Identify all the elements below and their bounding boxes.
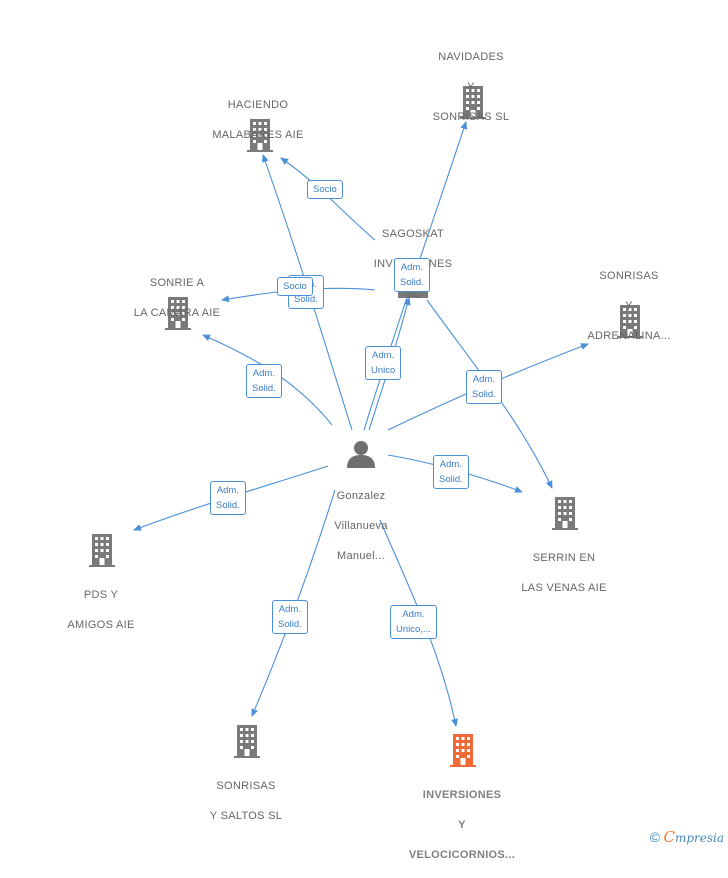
edge-label-text: Adm. xyxy=(252,368,275,379)
label-line: LAS VENAS AIE xyxy=(521,582,607,594)
brand-footer[interactable]: © Cmpresia xyxy=(650,828,724,846)
edge-label-text: Socio xyxy=(313,184,337,195)
node-label-sonrie[interactable]: SONRIE A LA CAMARA AIE xyxy=(117,261,237,336)
relationship-graph xyxy=(89,86,643,767)
label-line: SONRISAS xyxy=(216,780,276,792)
edge-sagoskat-haciendo xyxy=(280,157,376,241)
label-line: Y xyxy=(458,819,466,831)
label-line: SONRISAS xyxy=(599,270,659,282)
edge-label-text: Solid. xyxy=(216,500,240,511)
edge-label-text: Adm. xyxy=(402,609,425,620)
edge-label-adm-solid: Adm. Solid. xyxy=(433,455,469,489)
edge-label-text: Solid. xyxy=(400,277,424,288)
label-line: PDS Y xyxy=(83,589,119,601)
edge-label-text: Socio xyxy=(283,281,307,292)
node-label-pds[interactable]: PDS Y AMIGOS AIE xyxy=(41,573,161,648)
label-line: VELOCICORNIOS... xyxy=(408,849,516,861)
label-line: HACIENDO xyxy=(227,99,289,111)
label-line: Villanueva xyxy=(334,520,388,532)
edge-label-adm-unico: Adm. Unico,... xyxy=(390,605,437,639)
edge-label-text: Solid. xyxy=(294,294,318,305)
edge-label-adm-solid: Adm. Solid. xyxy=(210,481,246,515)
edge-label-adm-solid: Adm. Solid. xyxy=(272,600,308,634)
label-line: Y xyxy=(467,81,475,93)
label-line: Y SALTOS SL xyxy=(209,810,283,822)
node-label-navidades[interactable]: NAVIDADES Y SONRISAS SL xyxy=(411,35,531,140)
label-line: SERRIN EN xyxy=(532,552,596,564)
label-line: INVERSIONES xyxy=(422,789,502,801)
node-label-haciendo[interactable]: HACIENDO MALABARES AIE xyxy=(198,83,318,158)
node-label-velocicornios[interactable]: INVERSIONES Y VELOCICORNIOS... xyxy=(392,773,532,878)
label-line: SAGOSKAT xyxy=(381,228,445,240)
label-line: AMIGOS AIE xyxy=(67,619,135,631)
edge-label-adm-unico: Adm. Unico xyxy=(365,346,402,380)
edge-label-text: Solid. xyxy=(472,389,496,400)
label-line: ADRENALINA... xyxy=(587,330,671,342)
edge-label-text: Unico xyxy=(371,365,396,376)
edge-label-text: Adm. xyxy=(216,485,239,496)
person-icon[interactable] xyxy=(347,441,375,468)
building-icon[interactable] xyxy=(450,734,476,767)
label-line: NAVIDADES xyxy=(438,51,504,63)
edge-label-text: Unico,... xyxy=(396,624,431,635)
label-line: Y xyxy=(625,300,633,312)
edge-label-text: Solid. xyxy=(278,619,302,630)
edge-label-text: Adm. xyxy=(400,262,423,273)
edge-label-text: Solid. xyxy=(252,383,276,394)
node-icons xyxy=(89,86,643,767)
label-line: Manuel... xyxy=(337,550,385,562)
edge-label-text: Adm. xyxy=(372,350,395,361)
node-label-serrin[interactable]: SERRIN EN LAS VENAS AIE xyxy=(504,536,624,611)
edge-label-text: Adm. xyxy=(439,459,462,470)
label-line: Gonzalez xyxy=(336,490,386,502)
label-line: SONRIE A xyxy=(149,277,205,289)
label-line: SONRISAS SL xyxy=(432,111,510,123)
edge-label-socio: Socio xyxy=(277,277,313,296)
edge-label-adm-solid: Adm. Solid. xyxy=(394,258,430,292)
edge-label-text: Solid. xyxy=(439,474,463,485)
brand-logo-initial: C xyxy=(663,828,675,846)
label-line: MALABARES AIE xyxy=(212,129,304,141)
edge-label-adm-solid: Adm. Solid. xyxy=(466,370,502,404)
label-line: LA CAMARA AIE xyxy=(133,307,221,319)
building-icon[interactable] xyxy=(552,497,578,530)
building-icon[interactable] xyxy=(234,725,260,758)
edge-label-socio: Socio xyxy=(307,180,343,199)
edge-label-text: Adm. xyxy=(472,374,495,385)
node-label-person[interactable]: Gonzalez Villanueva Manuel... xyxy=(301,474,421,579)
edge-label-text: Adm. xyxy=(278,604,301,615)
edge-label-adm-solid: Adm. Solid. xyxy=(246,364,282,398)
building-icon[interactable] xyxy=(89,534,115,567)
node-label-saltos[interactable]: SONRISAS Y SALTOS SL xyxy=(186,764,306,839)
brand-logo-text: mpresia xyxy=(674,831,724,845)
copyright-symbol: © xyxy=(649,829,661,845)
node-label-adrenalina[interactable]: SONRISAS Y ADRENALINA... xyxy=(569,254,689,359)
